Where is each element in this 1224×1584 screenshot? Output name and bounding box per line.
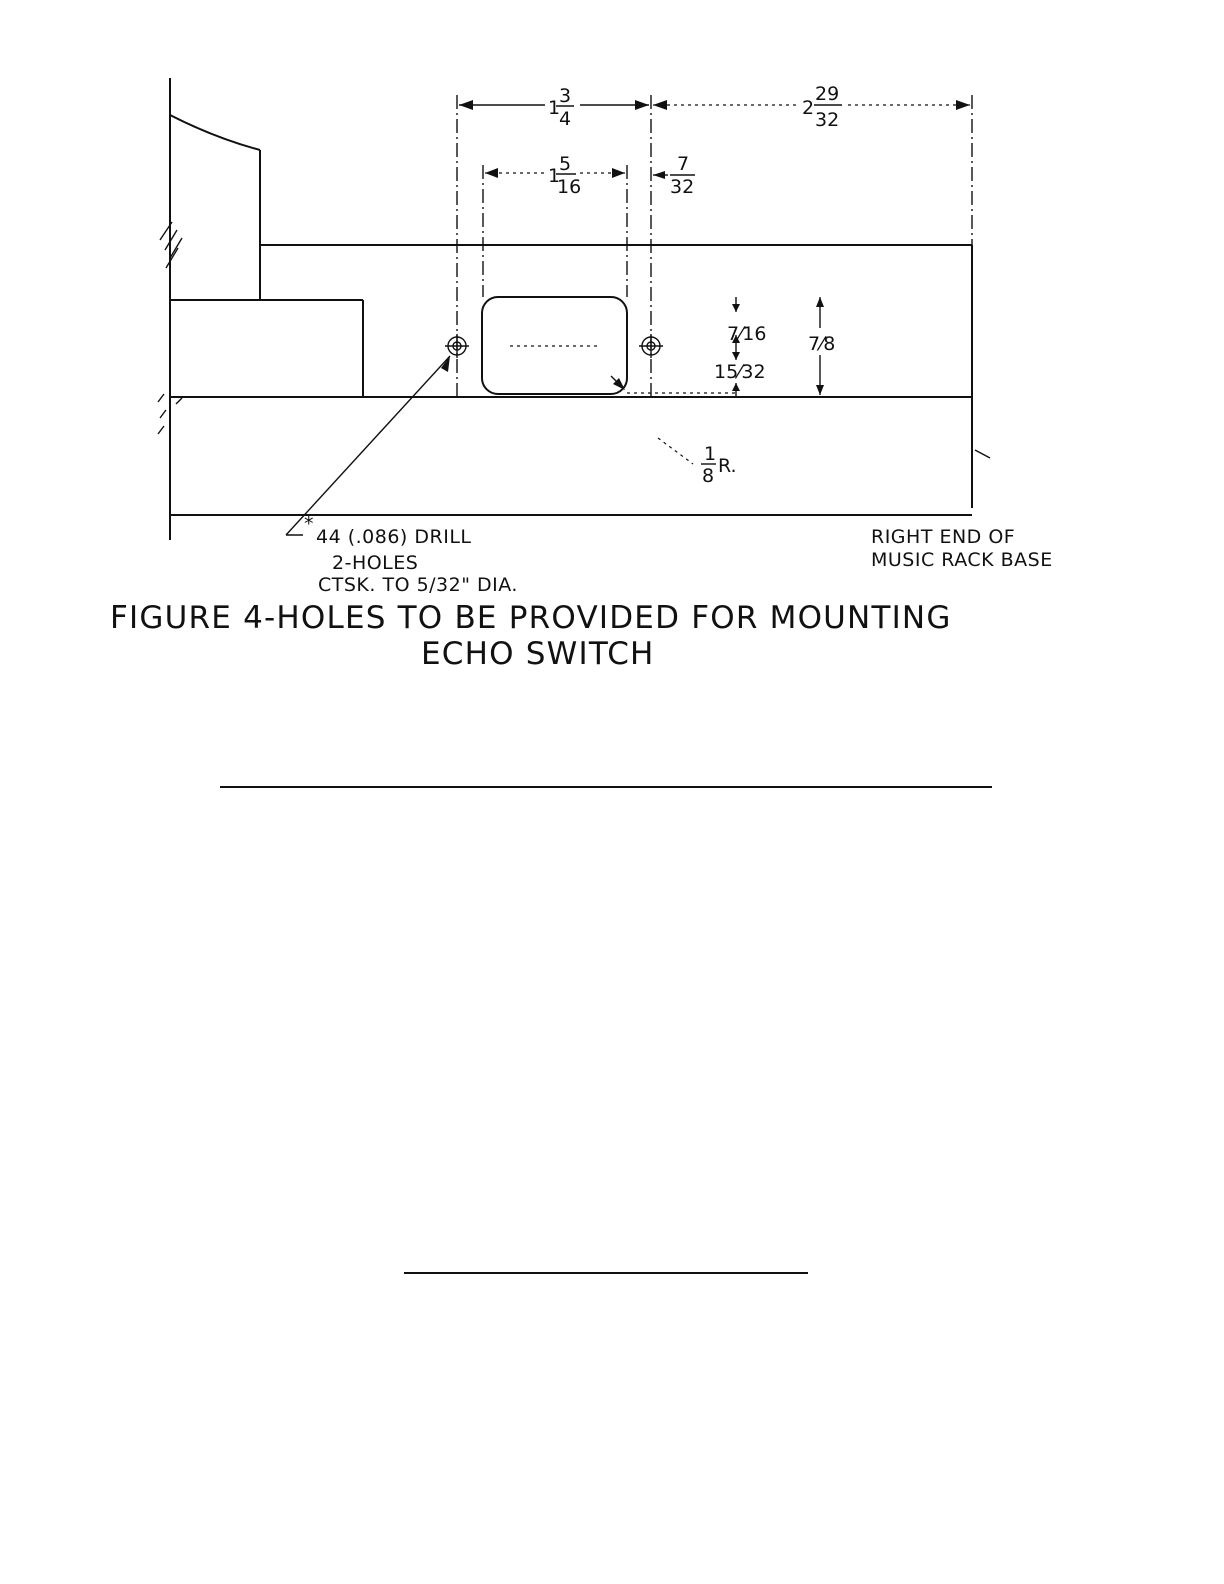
divider-rule-lower [404, 1272, 808, 1274]
switch-cutout [482, 297, 627, 394]
figure-caption: FIGURE 4-HOLES TO BE PROVIDED FOR MOUNTI… [110, 600, 952, 672]
divider-rule-upper [220, 786, 992, 788]
svg-text:RIGHT END OF: RIGHT END OF [871, 526, 1015, 548]
svg-text:7⁄8: 7⁄8 [808, 333, 835, 355]
svg-text:4: 4 [559, 108, 571, 130]
svg-text:7: 7 [677, 153, 689, 175]
extension-lines [457, 95, 972, 400]
svg-text:ECHO SWITCH: ECHO SWITCH [421, 636, 655, 672]
svg-text:29: 29 [815, 83, 839, 105]
svg-text:32: 32 [815, 109, 839, 131]
dimension-total-height: 7⁄8 [808, 297, 835, 395]
svg-text:CTSK. TO 5/32" DIA.: CTSK. TO 5/32" DIA. [318, 574, 518, 596]
svg-text:1: 1 [704, 443, 716, 465]
dimension-hole-height: 7⁄16 15⁄32 [714, 297, 766, 397]
svg-text:3: 3 [559, 85, 571, 107]
dimension-hole-offset: 7 32 [653, 153, 695, 198]
dimension-overall-right: 2 29 32 [653, 83, 970, 131]
svg-text:*: * [304, 513, 314, 535]
drill-callout: * 44 (.086) DRILL 2-HOLES CTSK. TO 5/32"… [286, 356, 518, 596]
svg-text:R.: R. [718, 455, 737, 477]
svg-text:2-HOLES: 2-HOLES [332, 552, 418, 574]
dimension-overall-left: 1 3 4 [459, 85, 649, 130]
svg-text:15⁄32: 15⁄32 [714, 361, 766, 383]
svg-text:8: 8 [702, 465, 714, 487]
right-end-note: RIGHT END OF MUSIC RACK BASE [871, 526, 1053, 571]
svg-text:2: 2 [802, 97, 814, 119]
svg-text:MUSIC RACK BASE: MUSIC RACK BASE [871, 549, 1053, 571]
svg-text:44 (.086) DRILL: 44 (.086) DRILL [316, 526, 472, 548]
svg-text:5: 5 [559, 153, 571, 175]
left-profile [158, 78, 363, 540]
dimension-cutout-width: 1 5 16 [485, 153, 625, 198]
rack-base [170, 245, 990, 515]
svg-text:7⁄16: 7⁄16 [727, 323, 766, 345]
svg-text:16: 16 [557, 176, 581, 198]
echo-switch-drawing: 1 3 4 2 29 32 1 5 16 7 32 [0, 0, 1224, 700]
svg-text:32: 32 [670, 176, 694, 198]
svg-text:FIGURE 4-HOLES TO BE PROVIDED: FIGURE 4-HOLES TO BE PROVIDED FOR MOUNTI… [110, 600, 952, 636]
